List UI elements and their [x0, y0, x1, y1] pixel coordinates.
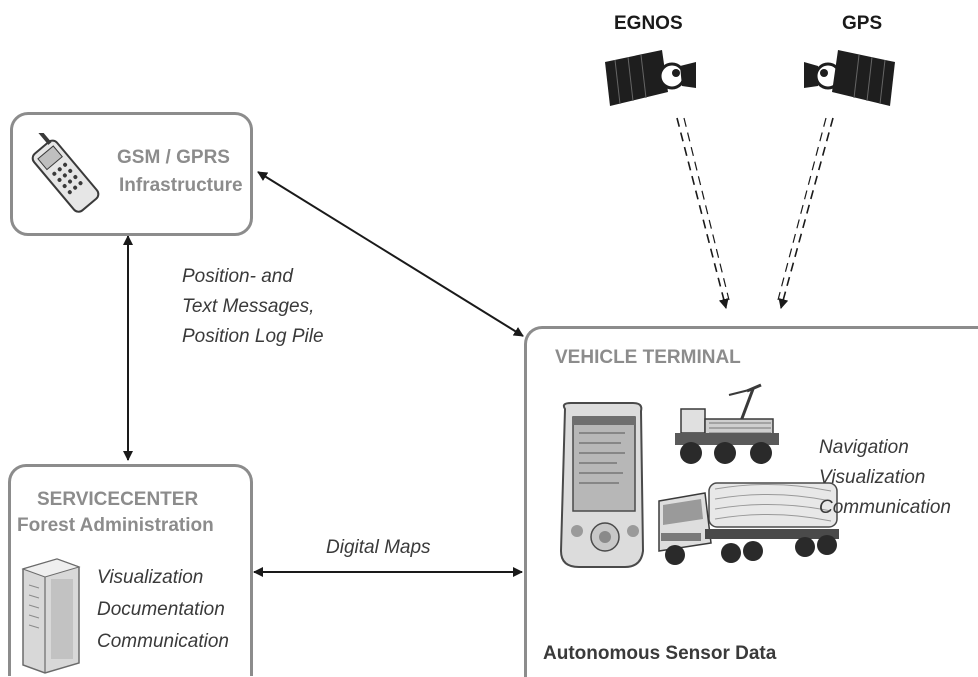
gsm-title-line1: GSM / GPRS [117, 147, 230, 168]
gps-signal-line-2 [777, 117, 827, 301]
messages-label-line3: Position Log Pile [182, 326, 324, 347]
gps-satellite-icon [804, 50, 895, 106]
egnos-signal-line-2 [683, 117, 730, 301]
gsm-title-line2: Infrastructure [119, 175, 243, 196]
servicecenter-box: SERVICECENTER Forest Administration Visu… [8, 464, 253, 676]
servicecenter-function-3: Communication [97, 631, 229, 652]
messages-label-line2: Text Messages, [182, 296, 315, 317]
gps-label: GPS [842, 13, 883, 34]
gps-signal-line [778, 117, 834, 309]
egnos-signal-line [676, 117, 729, 309]
forest-administration-title: Forest Administration [17, 515, 214, 536]
gps-satellite [800, 48, 900, 118]
vehicle-function-1: Navigation [819, 437, 909, 458]
servicecenter-title: SERVICECENTER [37, 489, 199, 510]
gsm-vehicle-arrow [257, 171, 524, 337]
digital-maps-label: Digital Maps [326, 537, 431, 558]
egnos-satellite [600, 48, 700, 118]
pda-icon [559, 402, 645, 568]
servicecenter-function-1: Visualization [97, 567, 204, 588]
vehicle-function-2: Visualization [819, 467, 926, 488]
autonomous-sensor-data-label: Autonomous Sensor Data [543, 643, 777, 664]
servicecenter-function-2: Documentation [97, 599, 225, 620]
mobile-phone-icon [31, 133, 100, 213]
vehicle-function-3: Communication [819, 497, 951, 518]
egnos-satellite-icon [605, 50, 696, 106]
forestry-forwarder-icon [675, 383, 779, 464]
vehicle-terminal-box: VEHICLE TERMINAL [524, 326, 978, 677]
messages-label-line1: Position- and [182, 266, 293, 287]
timber-truck-icon [658, 482, 839, 565]
vehicle-terminal-title: VEHICLE TERMINAL [555, 347, 741, 368]
egnos-label: EGNOS [614, 13, 683, 34]
server-icon [21, 558, 81, 674]
gsm-gprs-box: GSM / GPRS Infrastructure [10, 112, 253, 236]
